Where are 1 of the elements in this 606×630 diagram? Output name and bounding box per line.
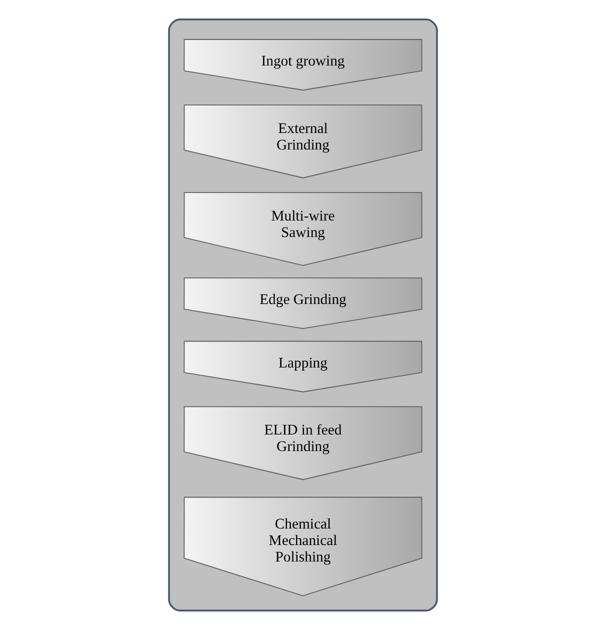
- cluster: [168, 18, 438, 612]
